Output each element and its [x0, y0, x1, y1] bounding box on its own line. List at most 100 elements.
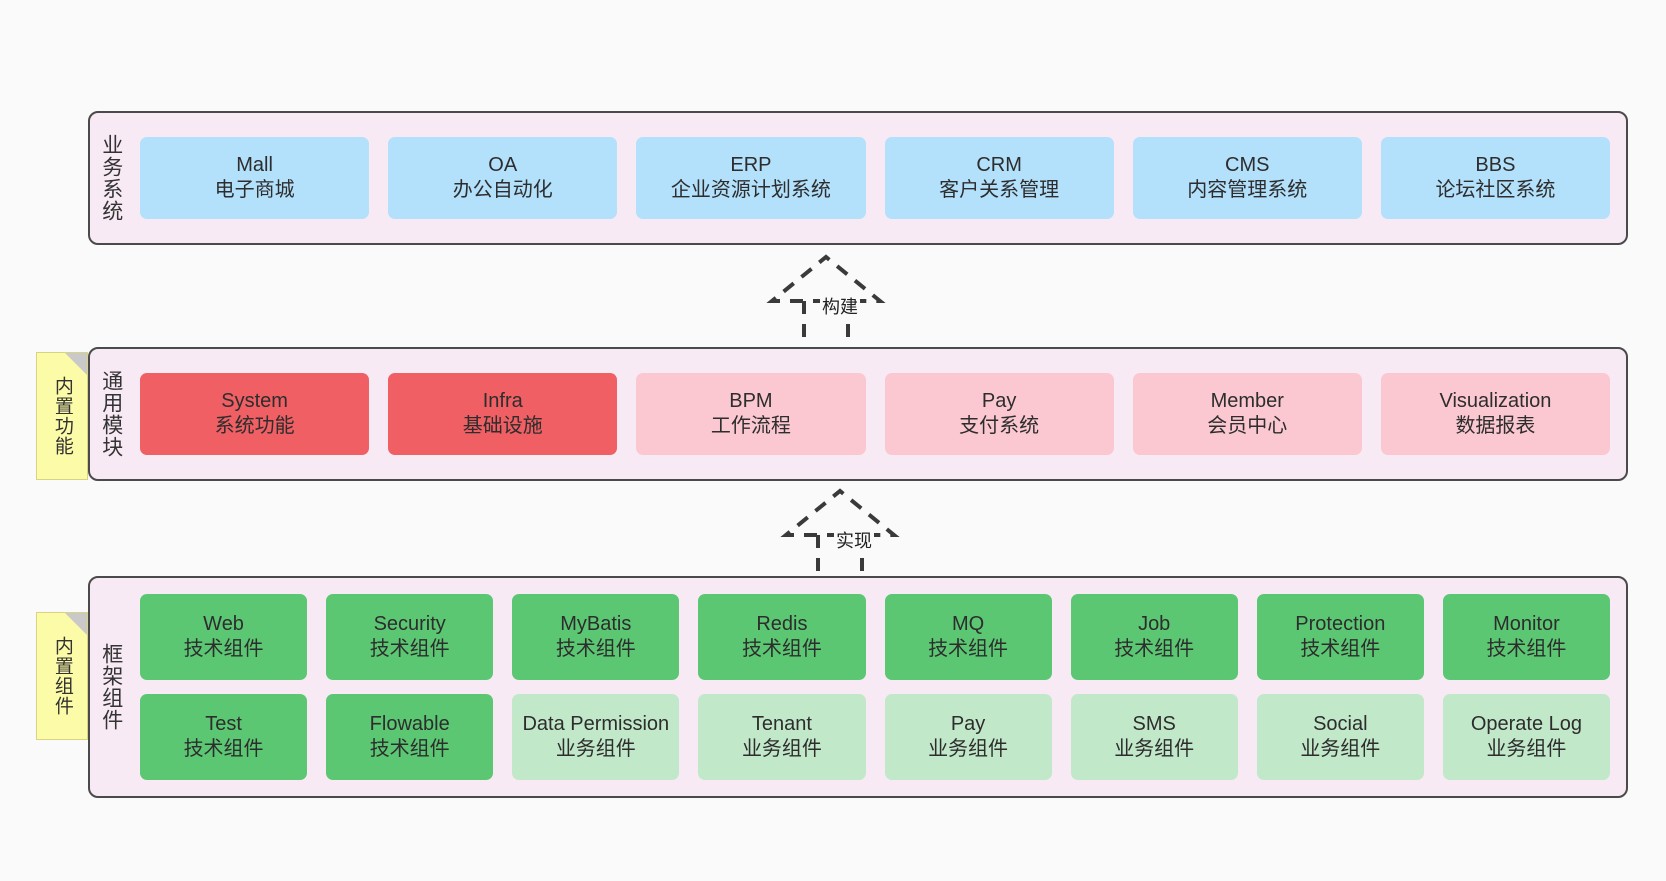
card-row: Test 技术组件 Flowable 技术组件 Data Permission …	[140, 694, 1610, 780]
layer-label-common-modules: 通用模块	[99, 370, 123, 458]
card-subtitle: 会员中心	[1207, 415, 1288, 437]
layer-common-modules: 通用模块 System 系统功能 Infra 基础设施 BPM 工作流程 Pay…	[88, 347, 1628, 481]
card-title: Visualization	[1439, 389, 1552, 412]
card-subtitle: 技术组件	[1300, 638, 1381, 660]
card-title: Flowable	[369, 712, 450, 735]
card-subtitle: 基础设施	[462, 415, 543, 437]
card-subtitle: 论坛社区系统	[1435, 179, 1556, 201]
layer-body-framework-components: Web 技术组件 Security 技术组件 MyBatis 技术组件 Redi…	[132, 578, 1626, 796]
card-title: Tenant	[751, 712, 812, 735]
card-erp[interactable]: ERP 企业资源计划系统	[636, 137, 866, 219]
card-row: Mall 电子商城 OA 办公自动化 ERP 企业资源计划系统 CRM 客户关系…	[140, 137, 1611, 219]
card-web[interactable]: Web 技术组件	[140, 594, 308, 680]
card-infra[interactable]: Infra 基础设施	[388, 373, 618, 455]
card-subtitle: 技术组件	[928, 638, 1009, 660]
card-subtitle: 技术组件	[555, 638, 636, 660]
card-subtitle: 业务组件	[1300, 738, 1381, 760]
card-bpm[interactable]: BPM 工作流程	[636, 373, 866, 455]
card-redis[interactable]: Redis 技术组件	[698, 594, 866, 680]
card-subtitle: 企业资源计划系统	[670, 179, 831, 201]
card-title: BBS	[1475, 153, 1516, 176]
card-title: Security	[373, 612, 446, 635]
card-mybatis[interactable]: MyBatis 技术组件	[512, 594, 680, 680]
card-data-permission[interactable]: Data Permission 业务组件	[512, 694, 680, 780]
layer-framework-components: 框架组件 Web 技术组件 Security 技术组件 MyBatis 技术组件…	[88, 576, 1628, 798]
connector-label-implement: 实现	[834, 527, 874, 553]
card-pay[interactable]: Pay 支付系统	[884, 373, 1114, 455]
card-title: MyBatis	[560, 612, 632, 635]
card-title: Operate Log	[1470, 712, 1583, 735]
connector-label-build: 构建	[820, 293, 860, 319]
card-title: Protection	[1295, 612, 1386, 635]
layer-body-common-modules: System 系统功能 Infra 基础设施 BPM 工作流程 Pay 支付系统…	[132, 349, 1626, 479]
card-title: Infra	[482, 389, 523, 412]
card-visualization[interactable]: Visualization 数据报表	[1380, 373, 1611, 455]
card-title: Pay	[950, 712, 986, 735]
card-mall[interactable]: Mall 电子商城	[140, 137, 370, 219]
card-subtitle: 技术组件	[1114, 638, 1195, 660]
layer-label-framework-components: 框架组件	[99, 643, 123, 731]
card-title: Pay	[981, 389, 1017, 412]
card-title: Redis	[756, 612, 808, 635]
card-title: Job	[1138, 612, 1171, 635]
layer-body-business-systems: Mall 电子商城 OA 办公自动化 ERP 企业资源计划系统 CRM 客户关系…	[132, 113, 1626, 243]
card-title: System	[221, 389, 288, 412]
card-title: CMS	[1225, 153, 1270, 176]
card-pay-business[interactable]: Pay 业务组件	[884, 694, 1052, 780]
card-title: Web	[203, 612, 244, 635]
layer-label-business-systems: 业务系统	[99, 134, 123, 222]
card-bbs[interactable]: BBS 论坛社区系统	[1380, 137, 1611, 219]
card-title: Member	[1210, 389, 1284, 412]
card-title: MQ	[951, 612, 985, 635]
card-cms[interactable]: CMS 内容管理系统	[1132, 137, 1362, 219]
card-system[interactable]: System 系统功能	[140, 373, 370, 455]
card-security[interactable]: Security 技术组件	[326, 594, 494, 680]
card-title: Monitor	[1493, 612, 1560, 635]
sticky-note-builtin-components: 内置组件	[36, 612, 88, 740]
card-subtitle: 技术组件	[183, 738, 264, 760]
card-subtitle: 业务组件	[555, 738, 636, 760]
card-job[interactable]: Job 技术组件	[1070, 594, 1238, 680]
card-tenant[interactable]: Tenant 业务组件	[698, 694, 866, 780]
card-member[interactable]: Member 会员中心	[1132, 373, 1362, 455]
card-oa[interactable]: OA 办公自动化	[388, 137, 618, 219]
card-title: OA	[488, 153, 518, 176]
card-test[interactable]: Test 技术组件	[140, 694, 308, 780]
connector-build: 构建	[756, 253, 936, 353]
card-operate-log[interactable]: Operate Log 业务组件	[1442, 694, 1610, 780]
connector-implement: 实现	[770, 487, 950, 587]
card-subtitle: 技术组件	[1486, 638, 1567, 660]
card-subtitle: 技术组件	[741, 638, 822, 660]
card-subtitle: 办公自动化	[452, 179, 553, 201]
card-subtitle: 支付系统	[959, 415, 1040, 437]
card-subtitle: 业务组件	[1486, 738, 1567, 760]
card-subtitle: 工作流程	[710, 415, 791, 437]
card-mq[interactable]: MQ 技术组件	[884, 594, 1052, 680]
card-subtitle: 业务组件	[1114, 738, 1195, 760]
card-title: ERP	[730, 153, 772, 176]
sticky-note-builtin-features: 内置功能	[36, 352, 88, 480]
card-sms[interactable]: SMS 业务组件	[1070, 694, 1238, 780]
card-subtitle: 内容管理系统	[1187, 179, 1308, 201]
card-subtitle: 客户关系管理	[939, 179, 1060, 201]
card-title: Social	[1313, 712, 1368, 735]
card-subtitle: 电子商城	[214, 179, 295, 201]
card-social[interactable]: Social 业务组件	[1256, 694, 1424, 780]
card-flowable[interactable]: Flowable 技术组件	[326, 694, 494, 780]
card-title: Test	[205, 712, 242, 735]
card-subtitle: 技术组件	[369, 638, 450, 660]
card-crm[interactable]: CRM 客户关系管理	[884, 137, 1114, 219]
card-subtitle: 技术组件	[369, 738, 450, 760]
card-monitor[interactable]: Monitor 技术组件	[1442, 594, 1610, 680]
card-subtitle: 数据报表	[1455, 415, 1536, 437]
layer-business-systems: 业务系统 Mall 电子商城 OA 办公自动化 ERP 企业资源计划系统 CRM…	[88, 111, 1628, 245]
card-title: SMS	[1132, 712, 1176, 735]
card-title: Data Permission	[522, 712, 670, 735]
card-subtitle: 技术组件	[183, 638, 264, 660]
card-title: Mall	[236, 153, 273, 176]
card-row: Web 技术组件 Security 技术组件 MyBatis 技术组件 Redi…	[140, 594, 1610, 680]
card-title: CRM	[976, 153, 1022, 176]
card-subtitle: 系统功能	[214, 415, 295, 437]
card-protection[interactable]: Protection 技术组件	[1256, 594, 1424, 680]
